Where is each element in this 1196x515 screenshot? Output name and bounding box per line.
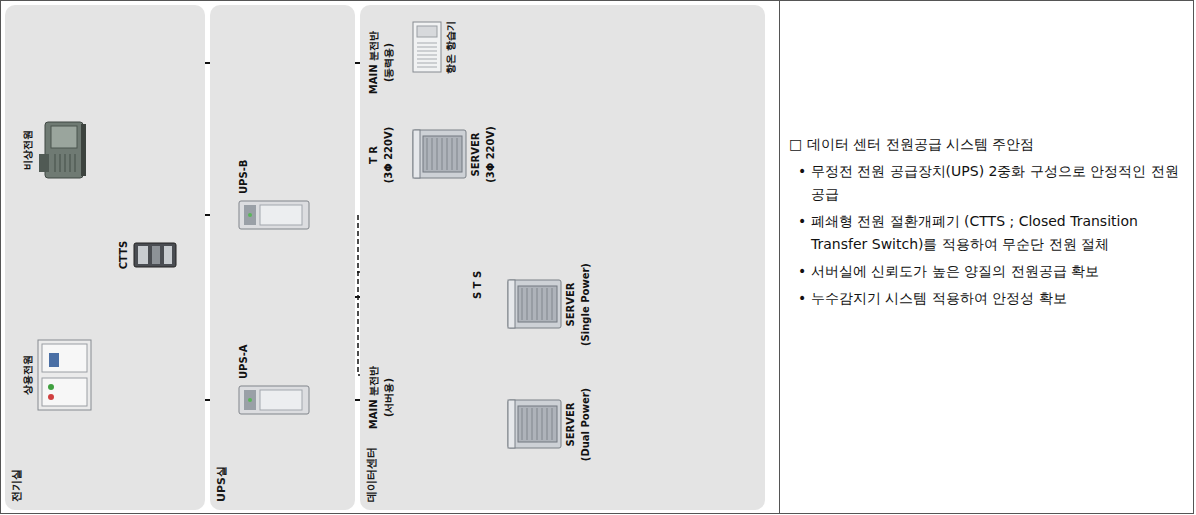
equipment-label: (3Φ 220V) (383, 127, 395, 184)
equipment-node: SERVER(Single Power) (507, 261, 592, 348)
equipment-label: 비상전원 (22, 130, 34, 170)
equipment-node: CTTS (118, 230, 177, 280)
equipment-label: CTTS (118, 241, 130, 269)
equipment-label: SERVER (565, 403, 577, 447)
note-bullet: • 폐쇄형 전원 절환개폐기 (CTTS ; Closed Transition… (789, 210, 1185, 256)
equipment-illustration (238, 200, 310, 230)
equipment-illustration (133, 242, 177, 268)
equipment-node: UPS-B (238, 135, 310, 230)
equipment-illustration (238, 385, 310, 415)
equipment-label: (동력용) (383, 43, 395, 82)
note-bullet: • 서버실에 신뢰도가 높은 양질의 전원공급 확보 (789, 260, 1185, 283)
note-heading: □ 데이터 센터 전원공급 시스템 주안점 (789, 133, 1185, 156)
equipment-label: SERVER (470, 133, 482, 177)
equipment-node: S T S (472, 260, 484, 310)
equipment-label: UPS-A (238, 344, 250, 379)
note-bullet: • 무정전 전원 공급장치(UPS) 2중화 구성으로 안정적인 전원 공급 (789, 160, 1185, 206)
equipment-label: S T S (472, 271, 484, 299)
equipment-label: (Single Power) (580, 263, 592, 346)
equipment-node: T R(3Φ 220V) (368, 125, 395, 186)
equipment-label: MAIN 분전반 (368, 31, 380, 94)
equipment-node: MAIN 분전반(동력용) (368, 25, 395, 100)
equipment-label: (3Φ 220V) (485, 126, 497, 183)
rotated-diagram: 전기실 비상전원상용전원 CTTS UPS실 UPS-B UPS-A 데이터센터 MAIN 분… (0, 0, 770, 515)
equipment-illustration (507, 275, 562, 335)
room-label: 전기실 (10, 469, 23, 502)
cab-icon (37, 339, 92, 411)
room-label: 데이터센터 (365, 447, 378, 502)
equipment-label: 항온 항습기 (445, 21, 457, 74)
note-panel: □ 데이터 센터 전원공급 시스템 주안점 • 무정전 전원 공급장치(UPS) … (779, 0, 1194, 514)
gen-icon (37, 120, 87, 180)
equipment-node: SERVER(3Φ 220V) (412, 112, 497, 197)
equipment-node: 항온 항습기 (412, 10, 457, 85)
equipment-illustration (37, 339, 92, 411)
equipment-label: SERVER (565, 283, 577, 327)
equipment-node: 비상전원 (22, 105, 87, 195)
server-icon (507, 395, 562, 455)
room-band: UPS실 UPS-B UPS-A (210, 5, 355, 510)
room-band: 데이터센터MAIN 분전반(동력용)항온 항습기T R(3Φ 220V)SERV… (360, 5, 765, 510)
hvac-icon (412, 22, 442, 74)
equipment-node: 상용전원 (22, 330, 92, 420)
equipment-illustration (412, 125, 467, 185)
equipment-label: (Dual Power) (580, 388, 592, 461)
equipment-node: MAIN 분전반(서버용) (368, 360, 395, 435)
room-label: UPS실 (215, 466, 228, 502)
room-band: 전기실 비상전원상용전원 CTTS (5, 5, 205, 510)
equipment-label: 상용전원 (22, 355, 34, 395)
ups-icon (238, 200, 310, 230)
equipment-node: UPS-A (238, 330, 310, 415)
equipment-label: T R (368, 146, 380, 164)
ups-icon (238, 385, 310, 415)
ctts-icon (133, 242, 177, 268)
equipment-label: UPS-B (238, 160, 250, 194)
server-icon (507, 275, 562, 335)
equipment-label: (서버용) (383, 378, 395, 417)
equipment-illustration (37, 120, 87, 180)
note-bullet: • 누수감지기 시스템 적용하여 안정성 확보 (789, 287, 1185, 310)
equipment-node: SERVER(Dual Power) (507, 382, 592, 467)
equipment-illustration (412, 22, 442, 74)
server-icon (412, 125, 467, 185)
equipment-label: MAIN 분전반 (368, 366, 380, 429)
equipment-illustration (507, 395, 562, 455)
